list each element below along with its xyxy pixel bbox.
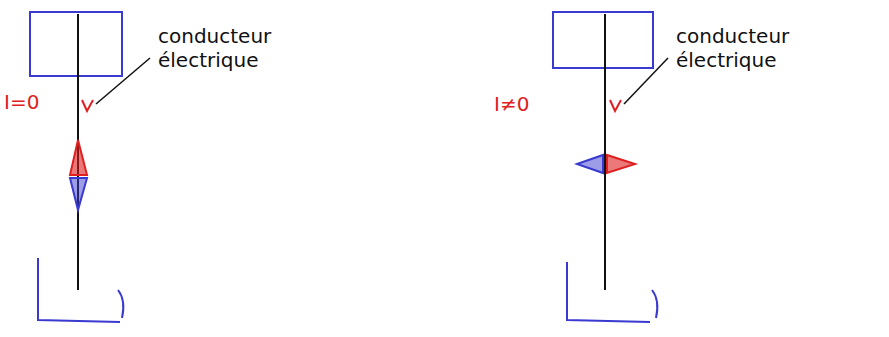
force-arrow: [70, 178, 87, 210]
conductor-wire: [604, 14, 606, 290]
top-box: [30, 12, 122, 76]
current-label: I≠0: [494, 92, 529, 116]
leader-line: [96, 58, 150, 104]
force-arrow: [607, 155, 635, 173]
bottom-box: [38, 258, 123, 322]
bottom-box: [567, 262, 657, 322]
leader-line: [624, 58, 668, 104]
conductor-label: conducteur électrique: [676, 24, 816, 72]
conductor-label: conducteur électrique: [158, 24, 298, 72]
current-label: I=0: [4, 90, 39, 114]
probe-mark: [610, 100, 621, 111]
force-arrow: [577, 155, 603, 173]
force-arrow: [70, 140, 87, 175]
top-box: [553, 12, 653, 68]
probe-mark: [82, 100, 93, 111]
